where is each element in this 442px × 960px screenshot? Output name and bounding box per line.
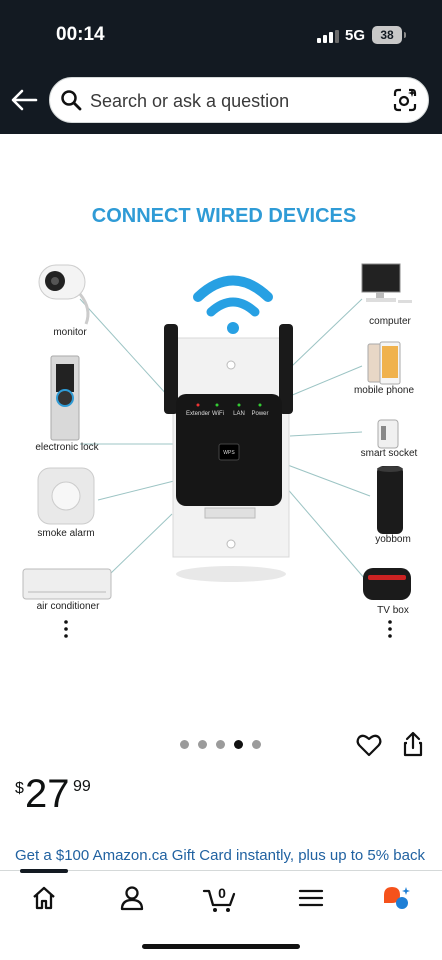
- search-icon: [60, 89, 82, 111]
- active-tab-indicator: [20, 869, 68, 873]
- computer-icon: [361, 263, 412, 303]
- search-input[interactable]: Search or ask a question: [49, 77, 429, 123]
- battery-icon: 38: [372, 26, 406, 44]
- mobile-phone-icon: [367, 341, 401, 385]
- image-headline: CONNECT WIRED DEVICES: [92, 205, 356, 227]
- svg-text:computer: computer: [369, 316, 411, 327]
- home-indicator: [142, 944, 300, 949]
- air-conditioner-icon: [22, 568, 112, 600]
- svg-text:TV box: TV box: [377, 605, 409, 616]
- svg-text:electronic lock: electronic lock: [35, 442, 99, 453]
- svg-text:mobile phone: mobile phone: [354, 385, 414, 396]
- rufus-assistant-icon[interactable]: [381, 883, 411, 913]
- carousel-dot[interactable]: [198, 740, 207, 749]
- wifi-symbol-icon: [193, 275, 273, 334]
- share-icon[interactable]: [402, 731, 424, 757]
- cellular-signal-icon: [317, 30, 339, 43]
- product-illustration: CONNECT WIRED DEVICES: [22, 205, 418, 638]
- status-time: 00:14: [56, 24, 105, 45]
- home-icon[interactable]: [29, 883, 59, 913]
- svg-text:Extender: Extender: [186, 411, 210, 417]
- product-image[interactable]: CONNECT WIRED DEVICES: [0, 134, 442, 724]
- svg-text:WiFi: WiFi: [212, 411, 224, 417]
- right-antenna: [279, 324, 293, 414]
- carousel-dot[interactable]: [216, 740, 225, 749]
- doorbell-icon: [50, 355, 80, 441]
- battery-level: 38: [380, 28, 394, 42]
- svg-text:air conditioner: air conditioner: [37, 601, 100, 612]
- monitor-camera-icon: [38, 264, 90, 325]
- svg-text:monitor: monitor: [53, 327, 87, 338]
- gift-card-promo-link[interactable]: Get a $100 Amazon.ca Gift Card instantly…: [15, 847, 425, 864]
- heart-icon[interactable]: [356, 733, 382, 757]
- svg-text:yobbom: yobbom: [375, 534, 411, 545]
- carousel-dot[interactable]: [180, 740, 189, 749]
- smoke-alarm-icon: [37, 467, 95, 525]
- svg-text:smoke alarm: smoke alarm: [37, 528, 94, 539]
- carousel-dot[interactable]: [252, 740, 261, 749]
- carousel-dot-active[interactable]: [234, 740, 243, 749]
- more-devices-left-icon: [64, 620, 68, 638]
- price-currency: $: [15, 780, 24, 797]
- smart-socket-icon: [377, 419, 399, 449]
- left-antenna: [164, 324, 178, 414]
- search-header: Search or ask a question: [0, 62, 442, 134]
- status-bar: 00:14 5G 38: [0, 0, 442, 62]
- more-devices-right-icon: [388, 620, 392, 638]
- bottom-nav: 0: [0, 869, 442, 960]
- svg-text:WPS: WPS: [223, 450, 235, 456]
- camera-lens-icon[interactable]: [392, 87, 418, 113]
- back-arrow-icon[interactable]: [10, 88, 38, 112]
- cart-count: 0: [218, 885, 226, 901]
- svg-text:Power: Power: [251, 411, 268, 417]
- cart-icon[interactable]: 0: [202, 883, 238, 913]
- svg-text:smart socket: smart socket: [361, 448, 418, 459]
- smart-speaker-icon: [377, 466, 403, 534]
- menu-icon[interactable]: [296, 883, 326, 913]
- tv-box-icon: [363, 568, 411, 600]
- price-fraction: 99: [73, 778, 91, 795]
- search-placeholder: Search or ask a question: [90, 91, 290, 111]
- price-whole: 27: [25, 772, 70, 816]
- network-type: 5G: [345, 27, 366, 44]
- account-icon[interactable]: [117, 883, 147, 913]
- svg-text:LAN: LAN: [233, 411, 245, 417]
